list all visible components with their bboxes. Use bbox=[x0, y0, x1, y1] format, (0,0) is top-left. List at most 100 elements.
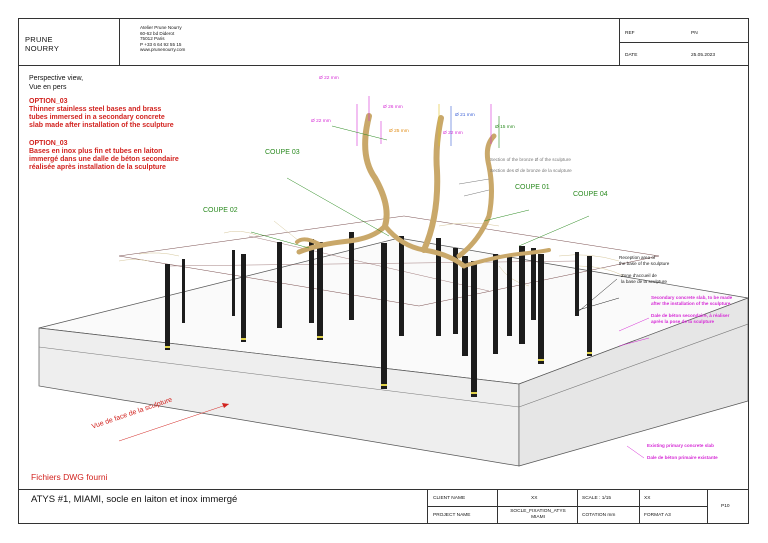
project-value-line: MIAMI bbox=[531, 515, 545, 520]
arrow-head bbox=[222, 403, 229, 408]
post bbox=[241, 254, 246, 342]
reception-fr-line: Zone d'accueil de bbox=[621, 273, 657, 278]
option-en-line: slab made after installation of the scul… bbox=[29, 122, 174, 129]
leader bbox=[458, 178, 490, 185]
secondary-en-line: after the installation of the sculpture bbox=[651, 300, 731, 306]
option-fr: OPTION_03 Bases en inox plus fin et tube… bbox=[29, 140, 179, 172]
header-hline-ref bbox=[619, 42, 748, 43]
post bbox=[538, 254, 544, 364]
dim-label: Ø 26 mm bbox=[383, 105, 403, 110]
tendril bbox=[118, 259, 150, 262]
dim-label: Ø 22 mm bbox=[311, 119, 331, 124]
post bbox=[507, 254, 512, 336]
page-number: P10 bbox=[721, 504, 730, 509]
steel-posts bbox=[165, 232, 592, 397]
reception-en-label: Reception area of the base of the sculpt… bbox=[619, 255, 669, 267]
tube bbox=[421, 115, 444, 253]
tendril bbox=[438, 222, 500, 227]
post bbox=[349, 232, 354, 320]
scale-label: SCALE : 1/15 bbox=[582, 496, 612, 501]
post bbox=[165, 264, 170, 350]
leader bbox=[250, 231, 310, 249]
ref-label: REF bbox=[625, 31, 635, 36]
post-bands bbox=[165, 336, 592, 394]
post bbox=[575, 252, 579, 316]
company-name: PRUNE NOURRY bbox=[25, 35, 60, 53]
address-line: www.prunenourry.com bbox=[140, 47, 186, 53]
option-fr-line: réalisée après installation de la sculpt… bbox=[29, 164, 166, 171]
tendril bbox=[223, 230, 260, 237]
tube bbox=[295, 237, 321, 246]
post bbox=[399, 236, 404, 336]
post-band bbox=[165, 346, 170, 348]
post bbox=[277, 242, 282, 328]
section-en-label: Section of the bronze Ø of the sculpture bbox=[490, 157, 571, 162]
date-value: 25.05.2023 bbox=[691, 53, 716, 58]
perspective-drawing bbox=[38, 96, 748, 467]
secondary-fr-line: Dale de béton secondaire, à réaliser bbox=[651, 313, 730, 318]
secondary-fr-line: après la pose de la sculpture bbox=[651, 318, 715, 324]
post bbox=[471, 261, 477, 397]
company-address: Atelier Prune Nourry 60-62 bd Diderot 75… bbox=[140, 25, 185, 53]
project-value: SOCLE_FIXATION_ATYS MIAMI bbox=[501, 509, 575, 521]
existing-fr-label: Dale de béton primaire existante bbox=[647, 455, 718, 460]
post-band bbox=[317, 336, 323, 338]
company-name-line2: NOURRY bbox=[25, 43, 60, 53]
reception-fr-label: Zone d'accueil de la base de la sculptur… bbox=[621, 273, 667, 285]
option-fr-title: OPTION_03 bbox=[29, 140, 68, 147]
option-en-title: OPTION_03 bbox=[29, 98, 68, 105]
leader bbox=[618, 317, 650, 332]
dimension-rods bbox=[356, 96, 500, 148]
post-band bbox=[241, 338, 246, 340]
date-label: DATE bbox=[625, 53, 638, 58]
post bbox=[531, 248, 536, 320]
view-title: Perspective view, Vue en pers bbox=[29, 75, 83, 92]
tendril bbox=[273, 220, 300, 242]
dim-label: Ø 22 mm bbox=[443, 131, 463, 136]
coupe-04-label: COUPE 04 bbox=[573, 191, 608, 198]
address-line: P +33 6 64 92 55 15 bbox=[140, 41, 182, 47]
tube bbox=[456, 133, 497, 259]
view-title-fr: Vue en pers bbox=[29, 83, 67, 91]
leader bbox=[463, 189, 490, 197]
post bbox=[182, 259, 185, 323]
leader bbox=[574, 297, 620, 312]
post bbox=[587, 256, 592, 356]
coupe-02-label: COUPE 02 bbox=[203, 207, 238, 214]
option-en-line: tubes immersed in a secondary concrete bbox=[29, 114, 165, 121]
format-label: FORMAT A3 bbox=[644, 513, 671, 518]
post bbox=[317, 242, 323, 340]
address-line: 60-62 bd Diderot bbox=[140, 30, 175, 36]
post-band bbox=[587, 352, 592, 354]
address-line: Atelier Prune Nourry bbox=[140, 25, 182, 30]
project-value-line: SOCLE_FIXATION_ATYS bbox=[510, 509, 566, 514]
dim-label: Ø 25 mm bbox=[389, 129, 409, 134]
header-vline-1 bbox=[119, 19, 120, 65]
header-divider bbox=[19, 65, 748, 66]
tendril bbox=[578, 265, 625, 277]
reception-en-line: the base of the sculpture bbox=[619, 260, 670, 266]
leader bbox=[286, 177, 390, 237]
tendril bbox=[138, 252, 180, 257]
leader bbox=[483, 209, 530, 222]
post bbox=[381, 243, 387, 389]
option-en-line: Thinner stainless steel bases and brass bbox=[29, 106, 162, 113]
project-label: PROJECT NAME bbox=[433, 513, 471, 518]
reception-fr-line: la base de la sculpture bbox=[621, 278, 667, 284]
footer-hline bbox=[427, 506, 707, 507]
tube bbox=[296, 223, 388, 255]
post-band bbox=[471, 392, 477, 394]
dwg-files-label: Fichiers DWG fourni bbox=[31, 472, 108, 482]
leader-lines bbox=[118, 125, 650, 459]
post-band bbox=[538, 359, 544, 361]
existing-en-label: Existing primary concrete slab bbox=[647, 443, 714, 448]
brass-tubes bbox=[295, 113, 551, 269]
drawing-title: ATYS #1, MIAMI, socle en laiton et inox … bbox=[31, 494, 238, 505]
address-line: 75012 Paris bbox=[140, 36, 165, 42]
tube bbox=[462, 248, 551, 268]
tendril bbox=[558, 254, 620, 262]
option-fr-line: immergé dans une dalle de béton secondai… bbox=[29, 156, 179, 163]
leader bbox=[578, 278, 618, 312]
tube bbox=[362, 113, 390, 229]
pn-label: PN bbox=[691, 31, 698, 36]
